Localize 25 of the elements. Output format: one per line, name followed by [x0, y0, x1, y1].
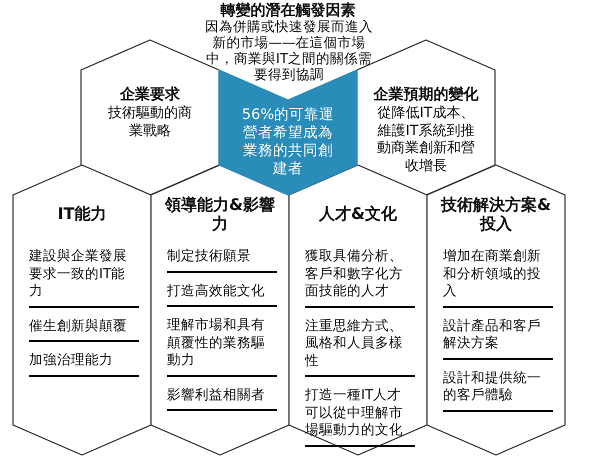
- list-item: 設計和提供統一的客戶體驗: [443, 366, 553, 412]
- list-item: 注重思維方式、風格和人員多樣性: [305, 314, 415, 378]
- list-item: 理解市場和具有顛覆性的業務驅動力: [167, 314, 277, 377]
- body-text: 56%的可靠運營者希望成為業務的共同創建者: [240, 106, 336, 178]
- heading: IT能力: [58, 204, 106, 224]
- heading: 轉變的潛在觸發因素: [220, 1, 356, 19]
- list-item: 加強治理能力: [29, 349, 139, 377]
- heading: 技術解決方案&投入: [440, 194, 552, 234]
- body-text: 技術驅動的商業戰略: [107, 105, 193, 140]
- list-item: 打造一種IT人才可以從中理解市場驅動力的文化: [305, 384, 415, 447]
- heading: 企業要求: [119, 85, 181, 103]
- list-item: 催生創新與顛覆: [29, 314, 139, 342]
- list-item: 制定技術願景: [167, 245, 277, 273]
- heading: 領導能力&影響力: [164, 194, 276, 234]
- heading: 企業預期的變化: [372, 85, 480, 103]
- heading: 人才&文化: [319, 204, 397, 224]
- list-item: 影響利益相關者: [167, 384, 277, 412]
- list-item: 打造高效能文化: [167, 280, 277, 308]
- list-item: 建設與企業發展要求一致的IT能力: [29, 245, 139, 308]
- list-item: 增加在商業創新和分析領域的投入: [443, 245, 553, 308]
- hexagon: [13, 165, 151, 455]
- body-text: 因為併購或快速發展而進入新的市場——在這個市場中，商業與IT之間的關係需要得到協調: [204, 20, 374, 84]
- list-item: 獲取具備分析、客戶和數字化方面技能的人才: [305, 245, 415, 308]
- list-item: 設計產品和客戶解決方案: [443, 314, 553, 360]
- body-text: 從降低IT成本、維護IT系統到推動商業創新和營收增長: [376, 105, 476, 175]
